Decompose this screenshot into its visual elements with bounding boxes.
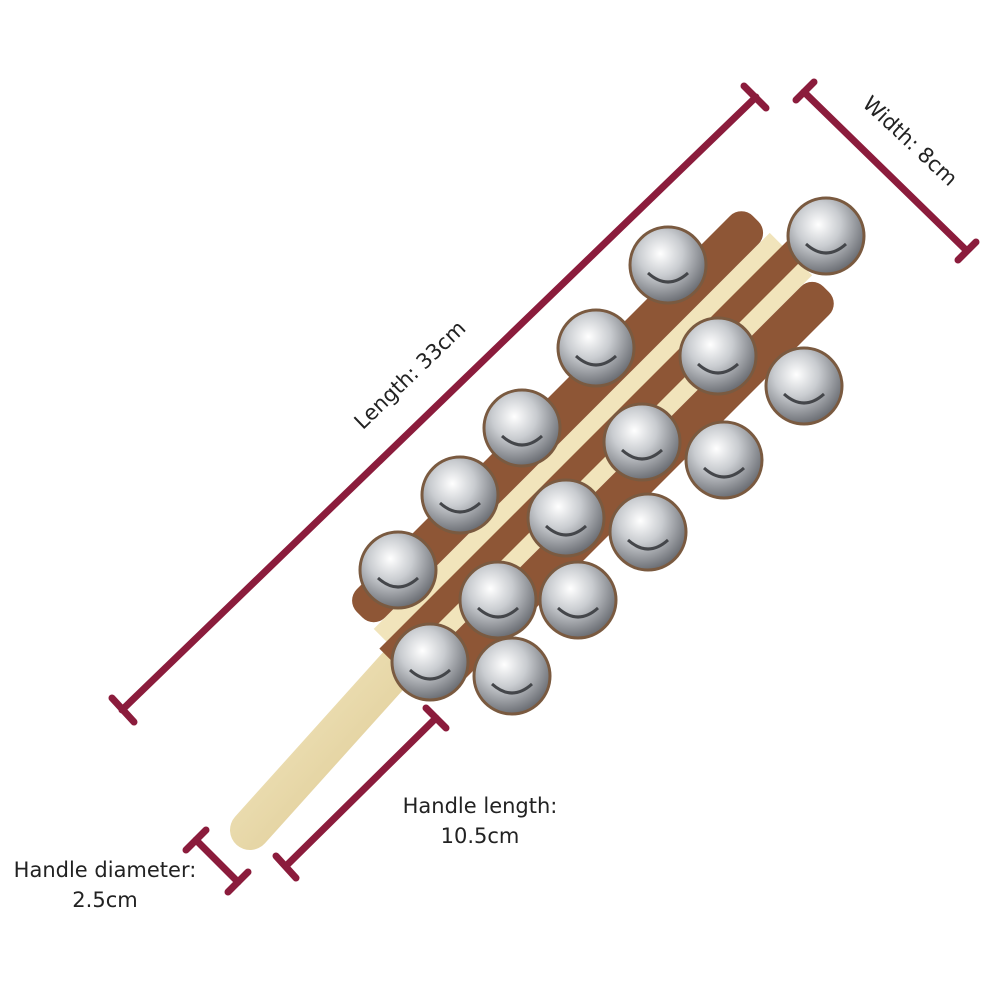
- handle-diameter-value: 2.5cm: [72, 888, 138, 912]
- handle-diameter-title: Handle diameter:: [13, 858, 197, 882]
- bell-slot: [646, 271, 690, 284]
- bell: [358, 530, 438, 610]
- bell: [684, 420, 764, 500]
- bell-slot: [696, 362, 740, 375]
- width-dimension-line: [792, 78, 980, 264]
- bell: [420, 455, 500, 535]
- bell: [608, 492, 688, 572]
- bell-slot: [620, 448, 664, 461]
- bell: [472, 636, 552, 716]
- bell: [628, 225, 708, 305]
- handle-diameter-dimension-line: [182, 826, 252, 896]
- handle-length-dimension-line: [272, 704, 450, 882]
- bell-slot: [626, 538, 670, 551]
- bell-slot: [804, 242, 848, 255]
- handle-length-value: 10.5cm: [440, 824, 520, 848]
- bell: [678, 316, 758, 396]
- bell-slot: [408, 668, 452, 681]
- bell-slot: [782, 392, 826, 405]
- bell-slot: [556, 606, 600, 619]
- bell: [526, 478, 606, 558]
- bell-slot: [490, 682, 534, 695]
- bell-slot: [500, 434, 544, 447]
- bell-slot: [438, 501, 482, 514]
- bell: [786, 196, 866, 276]
- bell-slot: [376, 576, 420, 589]
- bell-slot: [544, 524, 588, 537]
- bell: [458, 560, 538, 640]
- handle-length-title: Handle length:: [402, 794, 558, 818]
- bell-slot: [476, 606, 520, 619]
- bell: [602, 402, 682, 482]
- bell-slot: [574, 354, 618, 367]
- bell: [556, 308, 636, 388]
- length-dimension-line: [108, 82, 770, 726]
- bell-slot: [702, 466, 746, 479]
- bells: [358, 196, 866, 716]
- bell: [538, 560, 618, 640]
- bell: [764, 346, 844, 426]
- bell: [390, 622, 470, 702]
- bell: [482, 388, 562, 468]
